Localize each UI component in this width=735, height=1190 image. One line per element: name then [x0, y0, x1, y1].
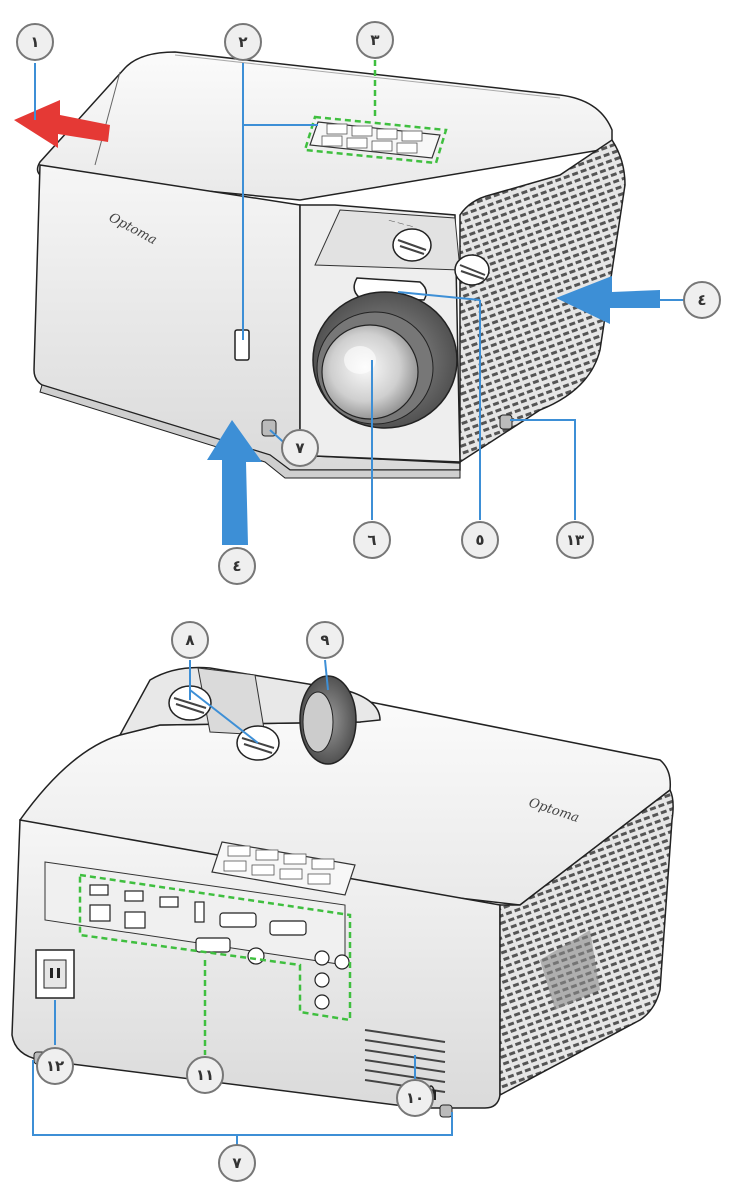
callout-11: ١١	[187, 1057, 223, 1093]
projection-lens	[313, 292, 457, 428]
callout-3: ٣	[357, 22, 393, 58]
svg-text:٧: ٧	[232, 1154, 241, 1172]
svg-text:٧: ٧	[295, 439, 304, 457]
svg-text:١٠: ١٠	[406, 1089, 424, 1107]
callout-1: ١	[17, 24, 53, 60]
callout-2: ٢	[225, 24, 261, 60]
projector-front-view: Optoma — — —	[34, 52, 625, 478]
svg-text:١٢: ١٢	[46, 1057, 64, 1075]
callout-7-top: ٧	[282, 430, 318, 466]
svg-text:٥: ٥	[475, 531, 484, 549]
callout-9: ٩	[307, 622, 343, 658]
svg-text:٩: ٩	[320, 631, 329, 649]
svg-text:١١: ١١	[196, 1066, 214, 1084]
callout-6: ٦	[354, 522, 390, 558]
callout-7-bottom: ٧	[219, 1145, 255, 1181]
svg-text:٤: ٤	[697, 291, 706, 309]
svg-text:٣: ٣	[370, 31, 379, 49]
rear-foot-right	[500, 415, 512, 429]
callout-4-side: ٤	[684, 282, 720, 318]
callout-5: ٥	[462, 522, 498, 558]
callout-10: ١٠	[397, 1080, 433, 1116]
svg-text:١: ١	[30, 33, 39, 51]
rear-foot-right-b	[440, 1105, 452, 1117]
power-socket	[36, 950, 74, 998]
callout-8: ٨	[172, 622, 208, 658]
svg-text:٦: ٦	[367, 531, 376, 549]
svg-text:٢: ٢	[238, 33, 247, 51]
projector-rear-view: Optoma	[12, 668, 673, 1118]
callout-12: ١٢	[37, 1048, 73, 1084]
callout-13: ١٣	[557, 522, 593, 558]
svg-text:٤: ٤	[232, 557, 241, 575]
svg-text:٨: ٨	[185, 631, 194, 649]
svg-text:١٣: ١٣	[566, 531, 584, 549]
callout-4-bottom: ٤	[219, 548, 255, 584]
